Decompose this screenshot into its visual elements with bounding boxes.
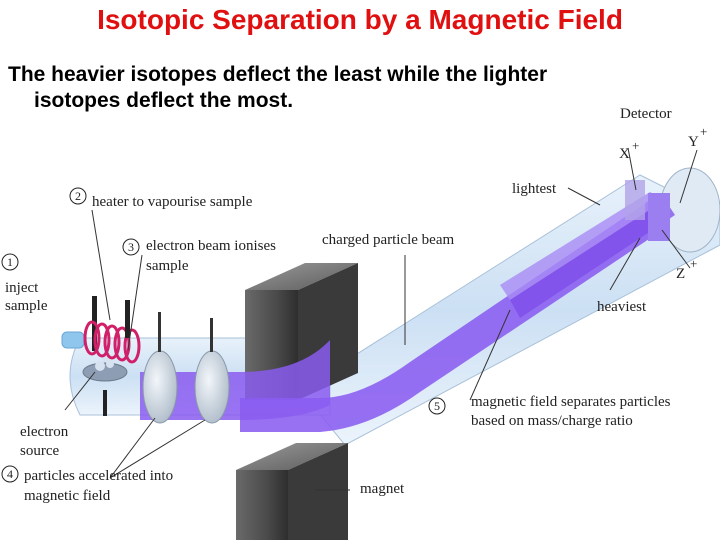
- leader-lines: [64, 147, 698, 491]
- label-accelerated-line2: magnetic field: [24, 488, 111, 504]
- label-y: Y: [688, 134, 699, 150]
- step-3-marker: 3: [122, 238, 140, 256]
- label-lightest: lightest: [512, 181, 557, 197]
- label-separation-line2: based on mass/charge ratio: [471, 413, 633, 429]
- label-inject-line1: inject: [5, 280, 39, 296]
- step-2-marker: 2: [69, 187, 87, 205]
- label-x-plus: +: [632, 138, 639, 153]
- label-electron-beam-line2: sample: [146, 258, 189, 274]
- accelerator-plates: [142, 312, 230, 424]
- svg-text:4: 4: [7, 467, 13, 481]
- label-x: X: [619, 146, 630, 162]
- subtitle-line-1: The heavier isotopes deflect the least w…: [8, 63, 548, 86]
- label-heater: heater to vapourise sample: [92, 194, 253, 210]
- step-1-marker: 1: [1, 253, 19, 271]
- label-charged-particle-beam: charged particle beam: [322, 232, 454, 248]
- label-heaviest: heaviest: [597, 299, 647, 315]
- detector-plate: [625, 180, 670, 241]
- label-accelerated-line1: particles accelerated into: [24, 468, 173, 484]
- label-detector: Detector: [620, 106, 672, 122]
- label-y-plus: +: [700, 124, 707, 139]
- label-separation-line1: magnetic field separates particles: [471, 394, 671, 410]
- label-z: Z: [676, 266, 685, 282]
- label-magnet: magnet: [360, 481, 405, 497]
- svg-text:2: 2: [75, 189, 81, 203]
- label-electron-source-line2: source: [20, 443, 59, 459]
- label-inject-line2: sample: [5, 298, 48, 314]
- label-electron-beam-line1: electron beam ionises: [146, 238, 276, 254]
- svg-text:3: 3: [128, 240, 134, 254]
- magnet-front-pole: [236, 443, 348, 540]
- label-z-plus: +: [690, 256, 697, 271]
- step-5-marker: 5: [428, 397, 446, 415]
- svg-text:1: 1: [7, 255, 13, 269]
- svg-text:5: 5: [434, 399, 440, 413]
- page-subtitle: The heavier isotopes deflect the least w…: [8, 62, 648, 114]
- particle-beam: [140, 192, 675, 432]
- subtitle-line-2: isotopes deflect the most.: [34, 89, 294, 112]
- label-electron-source-line1: electron: [20, 424, 69, 440]
- page-title: Isotopic Separation by a Magnetic Field: [97, 4, 623, 35]
- step-4-marker: 4: [1, 465, 19, 483]
- inlet-nozzle: [61, 331, 85, 349]
